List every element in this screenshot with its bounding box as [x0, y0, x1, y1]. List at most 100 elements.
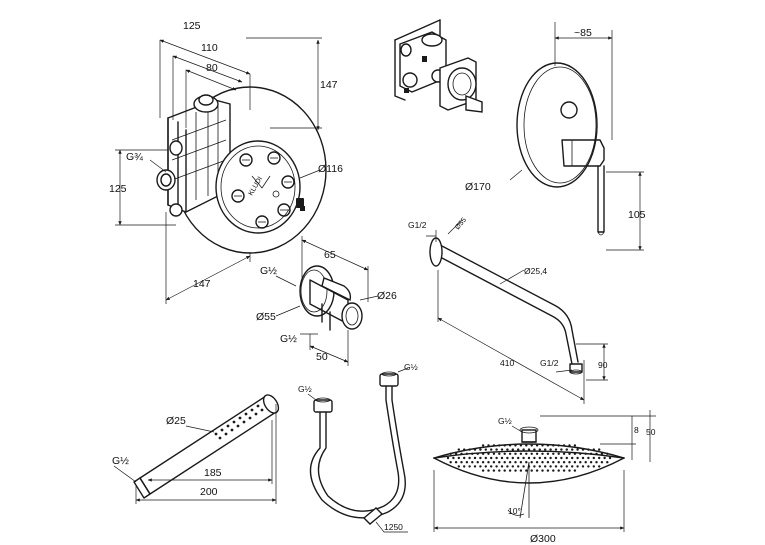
nozzle-dot: [562, 469, 566, 472]
nozzle-dot: [508, 469, 512, 472]
nozzle-dot: [487, 461, 490, 464]
nozzle-dot: [463, 465, 466, 468]
nozzle-dot: [495, 456, 498, 460]
tube-diameter: Ø25,4: [524, 266, 547, 276]
mixer-trim-dimensions: [509, 22, 644, 251]
nozzle-dot: [595, 461, 598, 464]
nozzle-dot: [484, 465, 487, 468]
valve-box-dimensions: [115, 37, 322, 304]
nozzle-dot: [471, 452, 474, 455]
nozzle-dot: [535, 452, 539, 455]
nozzle-dot: [492, 469, 496, 472]
nozzle-dot: [519, 469, 523, 472]
nozzle-dot: [606, 461, 609, 464]
nozzle-dot: [506, 465, 509, 468]
rain-shower-head: [433, 426, 625, 519]
nozzle-dot: [546, 461, 550, 464]
dim-height-body: 125: [109, 183, 127, 195]
nozzle-dot: [519, 452, 523, 455]
nozzle-dot: [554, 465, 558, 468]
nozzle-dot: [568, 452, 571, 455]
hose-thread-right: G½: [404, 362, 418, 372]
nozzle-dot: [492, 452, 496, 455]
nozzle-dot: [544, 465, 547, 468]
nozzle-dot: [530, 452, 533, 455]
nozzle-dot: [522, 448, 525, 451]
rosette-diameter-170: Ø170: [465, 181, 491, 193]
rain-shower-dimensions: [433, 410, 656, 532]
nozzle-dot: [579, 461, 582, 464]
nozzle-dot: [587, 456, 590, 460]
nozzle-dot: [457, 465, 460, 468]
nozzle-dot: [549, 448, 552, 451]
rosette-diameter-arm: Ø55: [454, 217, 468, 232]
nozzle-dot: [562, 461, 566, 464]
nozzle-dot: [522, 456, 525, 460]
nozzle-dot: [598, 456, 601, 460]
nozzle-dot: [530, 469, 533, 472]
nozzle-dot: [608, 456, 612, 460]
nozzle-dot: [457, 456, 460, 460]
nozzle-dot: [592, 465, 595, 468]
nozzle-dot: [468, 456, 471, 460]
wall-elbow-dimensions: [275, 236, 379, 366]
hand-shower: [133, 394, 280, 499]
nozzle-dot: [498, 461, 501, 464]
nozzle-dot: [544, 456, 547, 460]
nozzle-dot: [495, 448, 498, 451]
nozzle-dot: [525, 461, 528, 464]
nozzle-dot: [490, 456, 493, 460]
nozzle-dot: [468, 465, 471, 468]
nozzle-dot: [522, 465, 525, 468]
nozzle-dot: [565, 465, 568, 468]
nozzle-dot: [465, 452, 469, 455]
nozzle-dot: [500, 456, 504, 460]
dim-length-200: 200: [200, 486, 218, 498]
nozzle-dot: [554, 456, 558, 460]
nozzle-dot: [484, 448, 487, 451]
nozzle-dot: [508, 444, 512, 447]
nozzle-dot: [581, 465, 585, 468]
hand-shower-diameter: Ø25: [166, 415, 186, 427]
nozzle-dot: [538, 465, 541, 468]
outlet-diameter-26: Ø26: [377, 290, 397, 302]
hand-shower-thread: G½: [112, 455, 129, 467]
nozzle-dot: [492, 444, 496, 447]
dim-rim-8: 8: [634, 425, 639, 435]
dim-length-410: 410: [500, 358, 514, 368]
hand-shower-nozzles: [214, 404, 264, 440]
nozzle-dot: [517, 465, 520, 468]
nozzle-dot: [514, 444, 517, 447]
nozzle-dot: [538, 448, 541, 451]
rosette-diameter-55: Ø55: [256, 311, 276, 323]
nozzle-dot: [576, 448, 579, 451]
nozzle-dot: [535, 444, 539, 447]
nozzle-dot: [517, 456, 520, 460]
nozzle-dot: [568, 444, 571, 447]
nozzle-dot: [571, 448, 574, 451]
nozzle-dot: [552, 452, 555, 455]
hand-shower-dimensions: [113, 404, 277, 504]
nozzle-dot: [557, 461, 560, 464]
nozzle-dot: [552, 461, 555, 464]
nozzle-dot: [473, 448, 477, 451]
nozzle-dot: [479, 448, 482, 451]
nozzle-dot: [589, 461, 593, 464]
nozzle-dot: [598, 465, 601, 468]
nozzle-dot: [498, 452, 501, 455]
nozzle-dot: [503, 452, 506, 455]
nozzle-dot: [579, 452, 582, 455]
dim-height-plate: 147: [320, 79, 338, 91]
nozzle-dot: [541, 461, 544, 464]
nozzle-dot: [503, 461, 506, 464]
nozzle-dot: [463, 448, 466, 451]
nozzle-dot: [481, 461, 485, 464]
dim-length-185: 185: [204, 467, 222, 479]
nozzle-dot: [476, 452, 479, 455]
nozzle-dot: [549, 456, 552, 460]
nozzle-dot: [576, 456, 579, 460]
nozzle-dot: [471, 461, 474, 464]
nozzle-dot: [484, 456, 487, 460]
hose-length: 1250: [384, 522, 403, 532]
